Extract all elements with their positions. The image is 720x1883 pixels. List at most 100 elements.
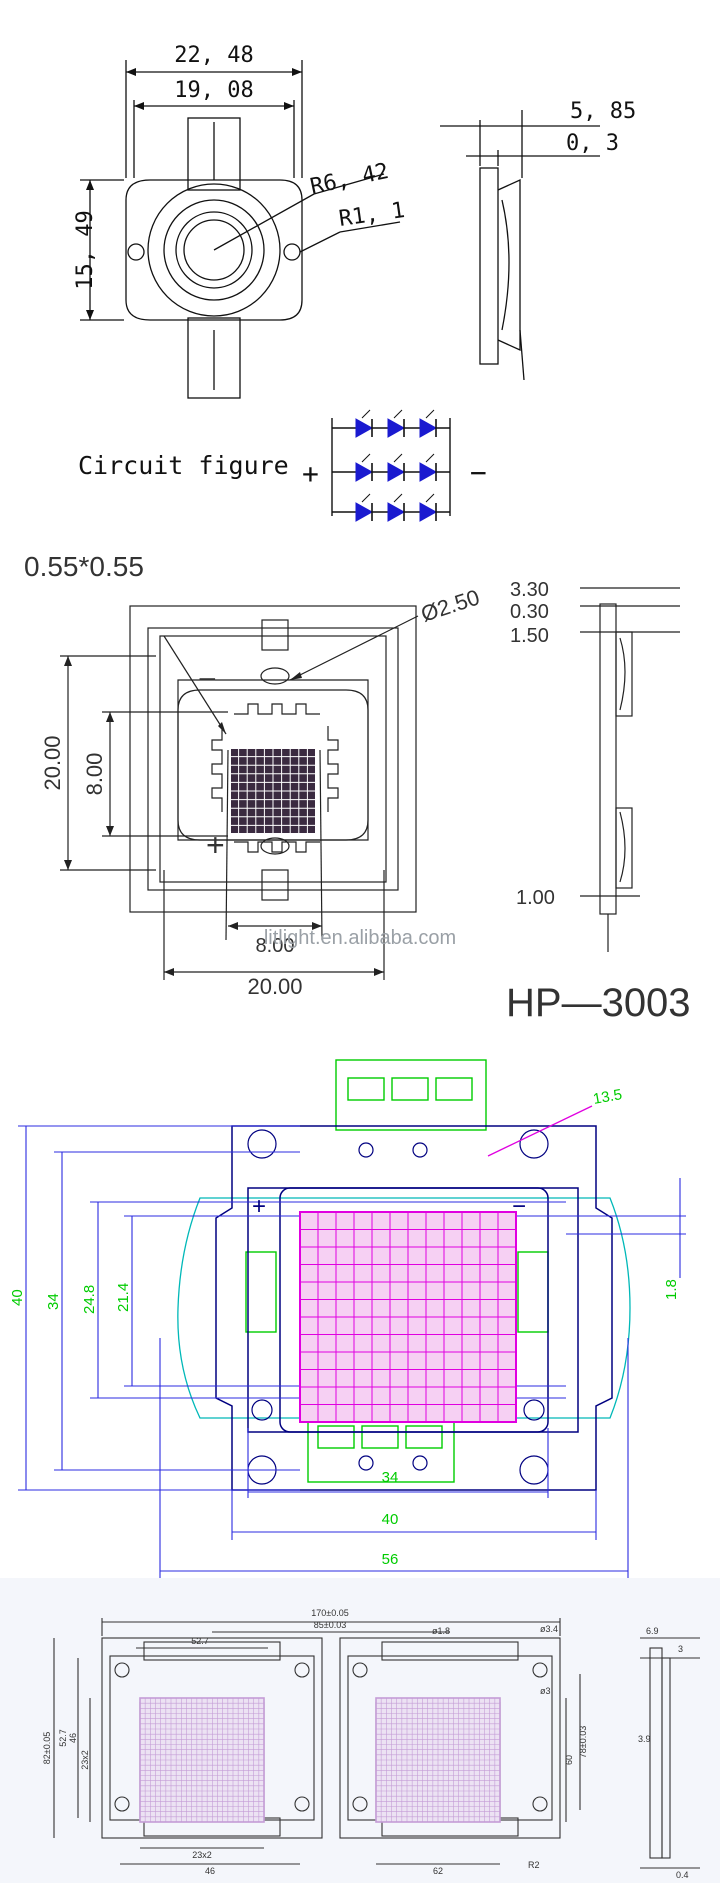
side-view-lens [497, 178, 521, 352]
diode-symbol [419, 502, 438, 522]
dual-chip-array-right [375, 1697, 501, 1823]
dim-56: 56 [382, 1551, 399, 1568]
height-label: 15, 49 [73, 210, 98, 289]
diode-symbol [419, 462, 438, 482]
dual-chip-array-left [139, 1697, 265, 1823]
outer-frame [129, 605, 417, 913]
base-plate [159, 635, 387, 883]
hole-dia-label: Ø2.50 [418, 584, 483, 626]
w-62-label: 62 [433, 1866, 443, 1876]
diode-symbol [355, 462, 374, 482]
lens-inner [175, 211, 253, 289]
pitch-label: 85±0.03 [314, 1620, 346, 1630]
circuit-minus: − [470, 456, 487, 489]
diode-emission [425, 453, 435, 463]
bottom-lead [187, 317, 241, 399]
diode-emission [393, 493, 403, 503]
diode-emission [361, 453, 371, 463]
top-lead [187, 117, 241, 191]
height-total-label: 82±0.05 [42, 1732, 52, 1764]
side-69-label: 6.9 [646, 1626, 659, 1636]
side-c-label: 1.50 [510, 625, 549, 647]
diode-array [355, 409, 438, 522]
diode-symbol [387, 462, 406, 482]
side-d-label: 1.00 [516, 887, 555, 909]
radius-small-label: R1, 1 [337, 198, 406, 232]
color-drawing-svg: 40 34 24.8 21.4 1.8 34 40 56 13.5 + − [9, 1059, 686, 1578]
side-39-label: 3.9 [638, 1734, 651, 1744]
width-inner-label: 19, 08 [174, 78, 253, 103]
plus-sign: + [206, 827, 225, 863]
dim-214: 21.4 [115, 1283, 132, 1312]
circuit-label: Circuit figure [78, 451, 289, 480]
chip-size-label: 0.55*0.55 [24, 551, 144, 582]
diode-symbol [355, 502, 374, 522]
diode-symbol [419, 418, 438, 438]
side-total-label: 5, 85 [570, 99, 636, 124]
diode-symbol [355, 418, 374, 438]
minus-sign: − [512, 1193, 526, 1220]
width-outer-label: 20.00 [247, 974, 302, 999]
diode-emission [393, 453, 403, 463]
h-23x2-label: 23x2 [80, 1750, 90, 1770]
w-23x2-label: 23x2 [192, 1850, 212, 1860]
diode-symbol [387, 418, 406, 438]
dia-34-label: ø3.4 [540, 1624, 558, 1634]
side-b-label: 0.30 [510, 601, 549, 623]
side-thin-label: 0, 3 [566, 131, 619, 156]
side-view-body [479, 167, 499, 365]
mount-hole-right [283, 243, 301, 261]
side-3-label: 3 [678, 1644, 683, 1654]
w-46-label: 46 [205, 1866, 215, 1876]
width-inner-label: 8.00 [256, 935, 295, 957]
height-outer-label: 20.00 [40, 735, 65, 790]
side-a-label: 3.30 [510, 579, 549, 601]
width-outer-label: 22, 48 [174, 43, 253, 68]
hp3003-chip-array [229, 747, 317, 835]
dim-248: 24.8 [81, 1285, 98, 1314]
radius-label: 13.5 [592, 1086, 624, 1108]
h-527-label: 52.7 [58, 1729, 68, 1747]
dim-40-vertical: 40 [9, 1289, 26, 1306]
diode-emission [425, 493, 435, 503]
bottom-hole [260, 837, 290, 855]
h-46-label: 46 [68, 1733, 78, 1743]
color-chip-array [299, 1211, 517, 1423]
top-hole [260, 667, 290, 685]
hp3003-drawing: 0.55*0.55 Ø2.50 20.00 8.00 8.00 20.00 3.… [0, 540, 720, 1038]
module-right [339, 1637, 561, 1839]
side-04-label: 0.4 [676, 1870, 689, 1880]
color-drawing: 40 34 24.8 21.4 1.8 34 40 56 13.5 + − [0, 1038, 720, 1578]
dual-module-svg: 170±0.05 85±0.03 52.7 ø1.8 ø3.4 ø3 82±0.… [0, 1578, 720, 1883]
mount-hole-left [127, 243, 145, 261]
hp3003-svg: 0.55*0.55 Ø2.50 20.00 8.00 8.00 20.00 3.… [24, 551, 691, 1025]
dual-module-drawing: 170±0.05 85±0.03 52.7 ø1.8 ø3.4 ø3 82±0.… [0, 1578, 720, 1883]
watermark: litlight.en.alibaba.com [264, 927, 456, 949]
hp-side-body [599, 603, 617, 915]
diode-emission [393, 409, 403, 419]
inner-width-label: 52.7 [191, 1636, 209, 1646]
dim-34-vertical: 34 [45, 1293, 62, 1310]
h-78-label: 78±0.03 [578, 1726, 588, 1758]
dia-18-label: ø1.8 [432, 1626, 450, 1636]
model-title: HP—3003 [506, 981, 691, 1025]
minus-sign: − [198, 661, 217, 697]
dim-40-horizontal: 40 [382, 1511, 399, 1528]
circuit-plus: + [302, 457, 319, 490]
radius-leader [487, 1105, 593, 1157]
star-led-svg: 22, 48 19, 08 15, 49 R6, 42 R1, 1 5, 85 … [73, 43, 636, 522]
radius-large-label: R6, 42 [308, 159, 391, 200]
h-60-label: 60 [564, 1755, 574, 1765]
top-pad [335, 1059, 487, 1131]
diode-emission [425, 409, 435, 419]
r2-label: R2 [528, 1860, 540, 1870]
star-base [125, 179, 303, 321]
module-left [101, 1637, 323, 1839]
diode-emission [361, 493, 371, 503]
star-led-drawing: 22, 48 19, 08 15, 49 R6, 42 R1, 1 5, 85 … [0, 0, 720, 540]
total-width-label: 170±0.05 [311, 1608, 348, 1618]
diode-emission [361, 409, 371, 419]
height-inner-label: 8.00 [82, 753, 107, 796]
dim-18: 1.8 [663, 1279, 680, 1300]
plus-sign: + [252, 1193, 266, 1220]
